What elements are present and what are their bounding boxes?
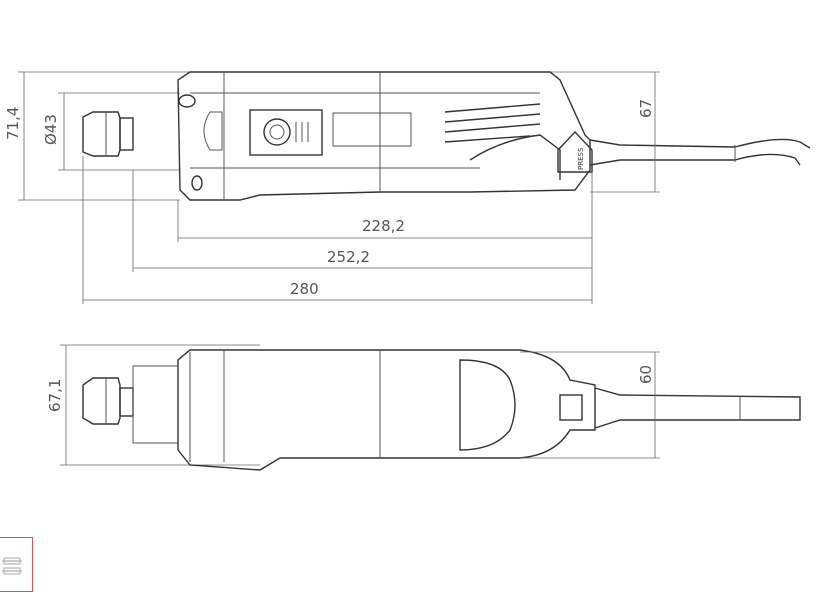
dim-body-height: 67 [637, 99, 655, 118]
thumbnail-selected[interactable] [0, 537, 33, 592]
collet-nut [82, 111, 121, 157]
tool-body-top [177, 71, 591, 201]
dim-side-overall-height: 67,1 [46, 379, 64, 412]
cable-side [594, 387, 801, 429]
cable [589, 138, 811, 149]
dim-overall-height: 71,4 [4, 107, 22, 140]
collet-nut-side [82, 377, 121, 425]
tool-body-side [177, 349, 596, 471]
side-view: 67,1 60 [46, 344, 801, 471]
press-button [557, 130, 593, 173]
top-view: 71,4 Ø43 PRESS [4, 71, 811, 304]
dim-total-length: 280 [290, 280, 319, 298]
dim-side-body-height: 60 [637, 365, 655, 384]
dim-length-to-neck: 252,2 [327, 248, 370, 266]
press-label: PRESS [577, 147, 585, 170]
dim-collet-diameter: Ø43 [42, 114, 60, 145]
thumbnail-image [2, 557, 22, 575]
lock-switch [249, 109, 323, 156]
dim-body-length: 228,2 [362, 217, 405, 235]
